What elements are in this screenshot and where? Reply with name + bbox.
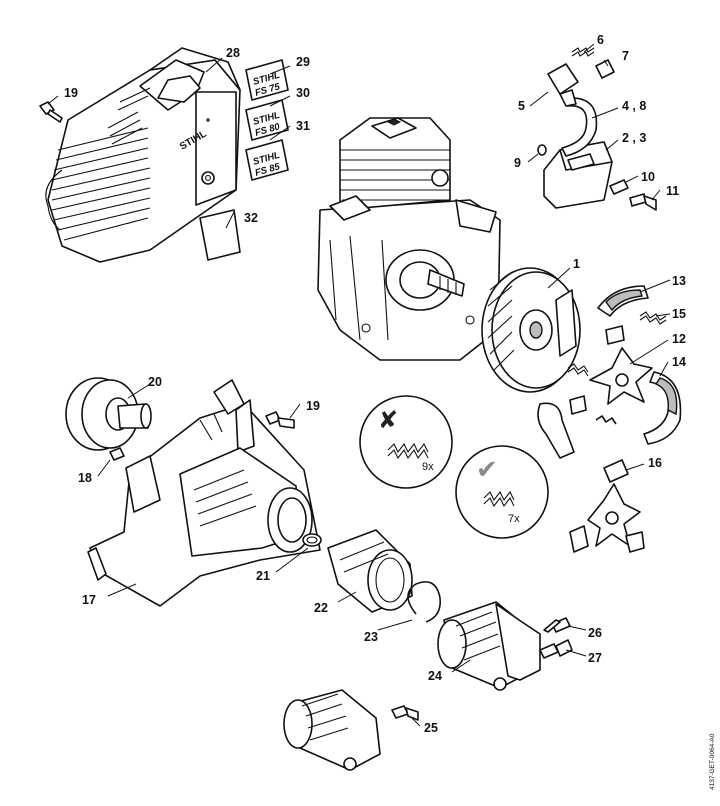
callout-17: 17 — [82, 593, 96, 607]
callout-14: 14 — [672, 355, 686, 369]
flywheel-1 — [481, 267, 581, 393]
circlip-23 — [407, 581, 442, 623]
screw-19-top — [39, 101, 63, 123]
roller-20 — [65, 377, 152, 451]
spark-plug-boot-5 — [547, 63, 579, 107]
spring-note-wrong: ✘ 9x — [359, 395, 453, 489]
wrong-count: 9x — [422, 461, 434, 473]
callout-13: 13 — [672, 274, 686, 288]
callout-19-top: 19 — [64, 86, 78, 100]
right-mark: ✔ — [476, 455, 498, 485]
callout-9: 9 — [514, 156, 521, 170]
callout-19-bottom: 19 — [306, 399, 320, 413]
callout-22: 22 — [314, 601, 328, 615]
fan-housing-shroud: STIHL — [45, 47, 241, 263]
ignition-module-2-3 — [543, 141, 613, 209]
clutch-spring-small — [567, 363, 589, 377]
callout-32: 32 — [244, 211, 258, 225]
callout-12: 12 — [672, 332, 686, 346]
callout-20: 20 — [148, 375, 162, 389]
clutch-shoe-13 — [597, 285, 649, 317]
spring-6 — [571, 47, 595, 57]
callout-30: 30 — [296, 86, 310, 100]
clutch-carrier-12 — [569, 325, 653, 415]
screw-11 — [629, 193, 657, 211]
callout-26: 25 — [424, 721, 438, 735]
model-decal-fs75: STIHL FS 75 — [245, 59, 289, 101]
callout-4-8: 4 , 8 — [622, 99, 646, 113]
callout-18: 18 — [78, 471, 92, 485]
right-count: 7x — [508, 513, 520, 525]
callout-10: 10 — [641, 170, 655, 184]
snap-ring-21 — [302, 533, 322, 547]
model-decal-fs85: STIHL FS 85 — [245, 139, 289, 181]
callout-6: 6 — [597, 33, 604, 47]
callout-5: 5 — [518, 99, 525, 113]
screw-27 — [539, 639, 573, 659]
callout-7: 7 — [622, 49, 629, 63]
wrong-mark: ✘ — [378, 406, 398, 434]
callout-31: 31 — [296, 119, 310, 133]
engine-crankcase — [317, 117, 501, 361]
clutch-shoe-left — [537, 402, 617, 459]
fan-housing-17 — [87, 379, 321, 607]
callout-15: 15 — [672, 307, 686, 321]
bearing-housing-alt — [283, 689, 381, 771]
document-id: 4137-GET-0064-A0 — [709, 733, 716, 790]
spring-note-right: ✔ 7x — [455, 445, 549, 539]
model-decal-fs80: STIHL FS 80 — [245, 99, 289, 141]
callout-28: 28 — [226, 46, 240, 60]
callout-16: 16 — [648, 456, 662, 470]
callout-25: 26 — [588, 626, 602, 640]
screw-25 — [543, 617, 571, 633]
clutch-shoe-14 — [643, 371, 682, 445]
clutch-assembly-16 — [569, 459, 645, 553]
callout-21: 21 — [256, 569, 270, 583]
callout-27: 27 — [588, 651, 602, 665]
ignition-lead-4-8 — [561, 97, 598, 157]
callout-23: 23 — [364, 630, 378, 644]
sleeve-7 — [595, 59, 615, 79]
callout-1: 1 — [573, 257, 580, 271]
callout-11: 11 — [666, 184, 679, 198]
callout-labels: 28 29 30 31 32 19 6 7 5 4 , 8 2 , 3 9 10… — [64, 33, 686, 735]
screw-19-bottom — [265, 411, 295, 429]
sleeve-22 — [327, 529, 413, 613]
bearing-housing-24 — [437, 601, 541, 691]
leader-lines — [47, 43, 671, 727]
screw-26 — [391, 705, 419, 721]
callout-2-3: 2 , 3 — [622, 131, 646, 145]
warning-label-32 — [199, 209, 241, 261]
terminal-10 — [609, 179, 629, 195]
pin-18 — [109, 447, 125, 461]
clutch-spring-15 — [639, 311, 667, 325]
callout-29: 29 — [296, 55, 310, 69]
washer-9 — [537, 144, 547, 156]
callout-24: 24 — [428, 669, 442, 683]
